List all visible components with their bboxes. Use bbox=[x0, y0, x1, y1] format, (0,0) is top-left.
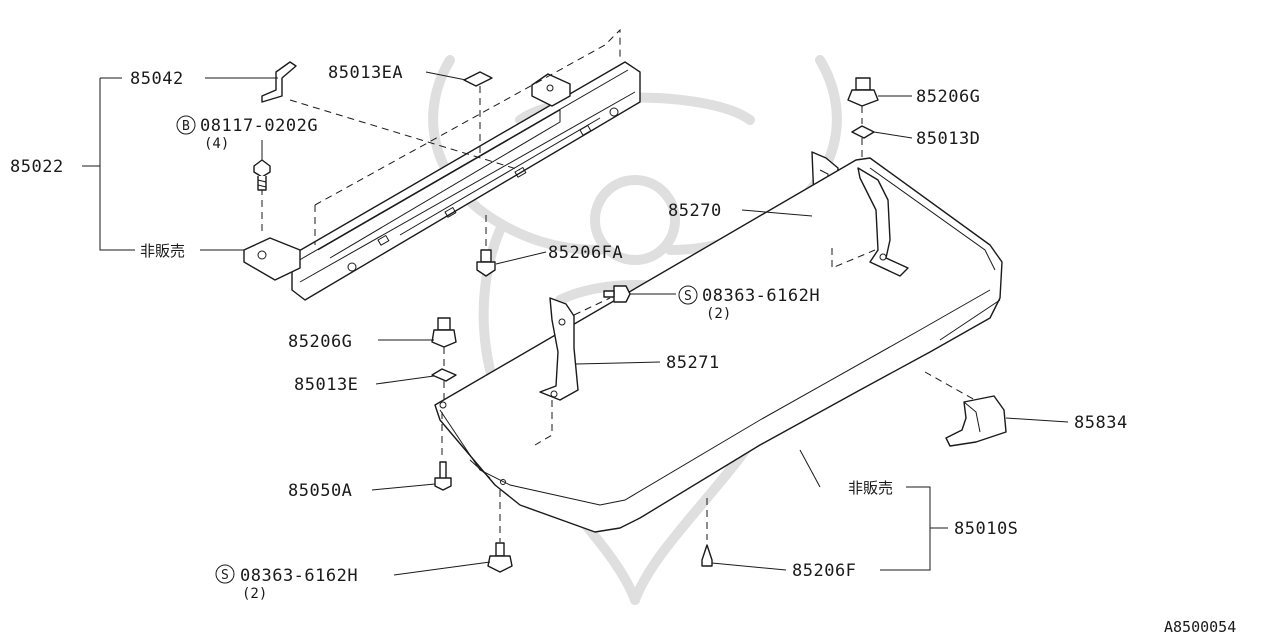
reinforcement-beam bbox=[243, 28, 641, 301]
label-85042: 85042 bbox=[130, 69, 184, 89]
label-08363-6162H-lower: 08363-6162H bbox=[240, 566, 358, 586]
label-85834: 85834 bbox=[1074, 413, 1128, 433]
bumper-fascia bbox=[434, 157, 1003, 533]
label-85010S: 85010S bbox=[954, 519, 1018, 539]
prefix-s-upper-circle bbox=[678, 285, 698, 305]
label-85022: 85022 bbox=[10, 157, 64, 177]
leader-lines bbox=[82, 71, 1069, 576]
label-85013D: 85013D bbox=[916, 129, 980, 149]
prefix-b-circle bbox=[176, 115, 196, 135]
bolt-08363-lower bbox=[487, 490, 513, 573]
prefix-s-lower: S bbox=[221, 568, 229, 583]
rubber-85834 bbox=[945, 395, 1007, 447]
clip-85206FA bbox=[476, 215, 496, 277]
label-85206G-left: 85206G bbox=[288, 332, 352, 352]
prefix-s-lower-circle bbox=[215, 564, 235, 584]
bolt-08363-upper bbox=[603, 285, 631, 303]
label-85271: 85271 bbox=[666, 353, 720, 373]
clip-85206G-right bbox=[847, 77, 879, 162]
screw-85050A bbox=[434, 412, 452, 491]
qty-08363-lower: (2) bbox=[242, 586, 267, 602]
circled-prefixes bbox=[176, 115, 698, 584]
bracket-85271 bbox=[534, 297, 611, 446]
prefix-s-upper: S bbox=[684, 289, 692, 304]
label-85013EA: 85013EA bbox=[328, 63, 403, 83]
bolt-08117 bbox=[253, 159, 271, 191]
qty-08117: (4) bbox=[204, 136, 229, 152]
label-85270: 85270 bbox=[668, 201, 722, 221]
label-not-for-sale-top: 非販売 bbox=[140, 242, 185, 260]
label-08363-6162H-upper: 08363-6162H bbox=[702, 286, 820, 306]
label-85013E: 85013E bbox=[294, 375, 358, 395]
label-85050A: 85050A bbox=[288, 481, 352, 501]
label-85206G-right: 85206G bbox=[916, 87, 980, 107]
label-85206FA: 85206FA bbox=[548, 243, 623, 263]
label-not-for-sale-bottom: 非販売 bbox=[848, 479, 893, 497]
diagram-reference: A8500054 bbox=[1164, 618, 1236, 636]
label-85206F: 85206F bbox=[792, 561, 856, 581]
clip-85206G-left bbox=[431, 317, 457, 402]
label-08117-0202G: 08117-0202G bbox=[200, 116, 318, 136]
qty-08363-upper: (2) bbox=[706, 306, 731, 322]
prefix-b: B bbox=[182, 119, 190, 134]
